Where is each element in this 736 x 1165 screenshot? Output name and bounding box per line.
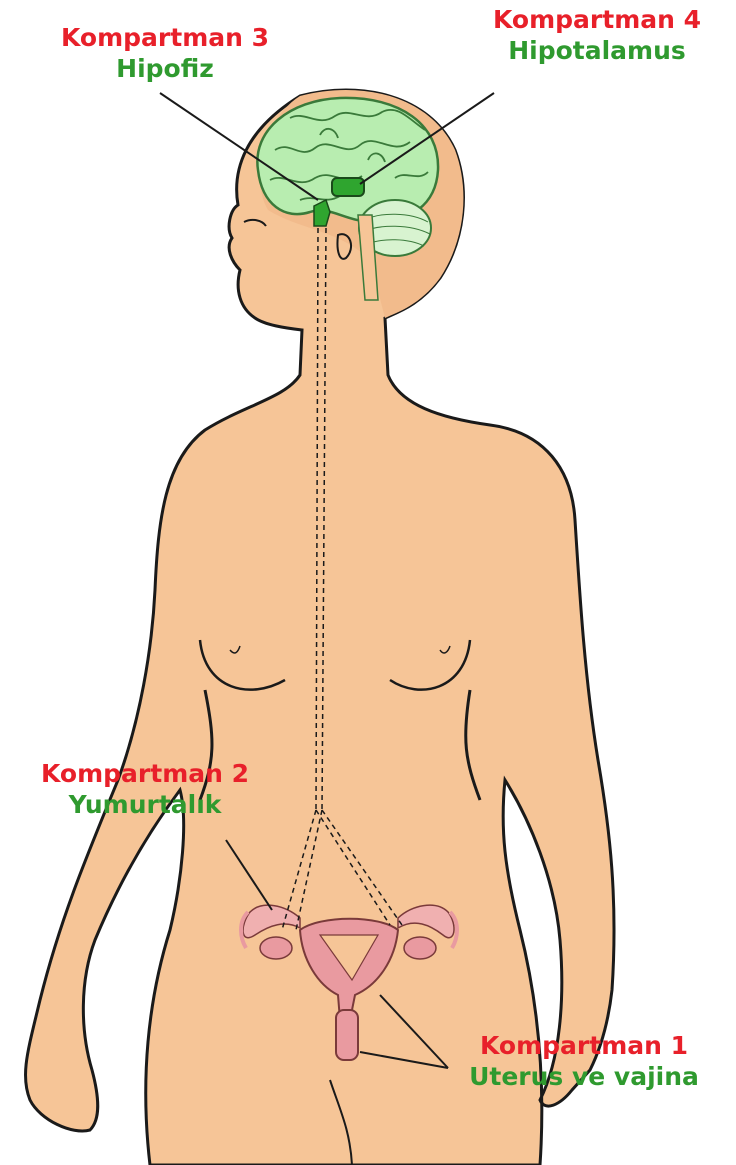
label-k1-title: Kompartman 1 <box>438 1030 730 1061</box>
label-k2-subtitle: Yumurtalık <box>14 789 276 820</box>
label-compartment-2: Kompartman 2 Yumurtalık <box>14 758 276 820</box>
label-k3-subtitle: Hipofiz <box>40 53 290 84</box>
label-k3-title: Kompartman 3 <box>40 22 290 53</box>
label-compartment-1: Kompartman 1 Uterus ve vajina <box>438 1030 730 1092</box>
label-compartment-4: Kompartman 4 Hipotalamus <box>462 4 732 66</box>
hypothalamus-marker <box>332 178 364 196</box>
label-k4-title: Kompartman 4 <box>462 4 732 35</box>
label-k1-subtitle: Uterus ve vajina <box>438 1061 730 1092</box>
body-silhouette <box>25 90 614 1165</box>
label-k4-subtitle: Hipotalamus <box>462 35 732 66</box>
label-compartment-3: Kompartman 3 Hipofiz <box>40 22 290 84</box>
label-k2-title: Kompartman 2 <box>14 758 276 789</box>
